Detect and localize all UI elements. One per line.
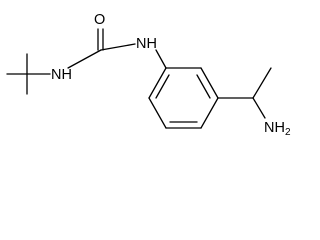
amine-nh-label: NH	[264, 120, 285, 136]
ring-bond-3	[200, 97, 219, 129]
urea-nh-left-label: NH	[51, 67, 72, 83]
ring-bond-5	[148, 97, 167, 129]
molecule-structure-diagram: O NH NH NH 2	[6, 12, 291, 138]
ring-inner-bond-left	[155, 74, 170, 99]
ring-inner-bond-right	[196, 74, 211, 99]
amine-subscript-2: 2	[285, 127, 291, 138]
urea-nh-right-label: NH	[136, 36, 157, 52]
bond-carbonyl-to-nh	[100, 43, 136, 51]
bond-ch-to-amine	[252, 97, 266, 119]
ring-bond-6	[148, 67, 167, 99]
oxygen-atom-label: O	[94, 12, 105, 28]
bond-nh-to-carbonyl	[67, 49, 102, 69]
ring-bond-2	[200, 67, 219, 99]
benzene-ring	[148, 67, 219, 129]
bond-nh-to-ring	[155, 49, 167, 69]
bond-ch-to-methyl	[252, 67, 272, 99]
